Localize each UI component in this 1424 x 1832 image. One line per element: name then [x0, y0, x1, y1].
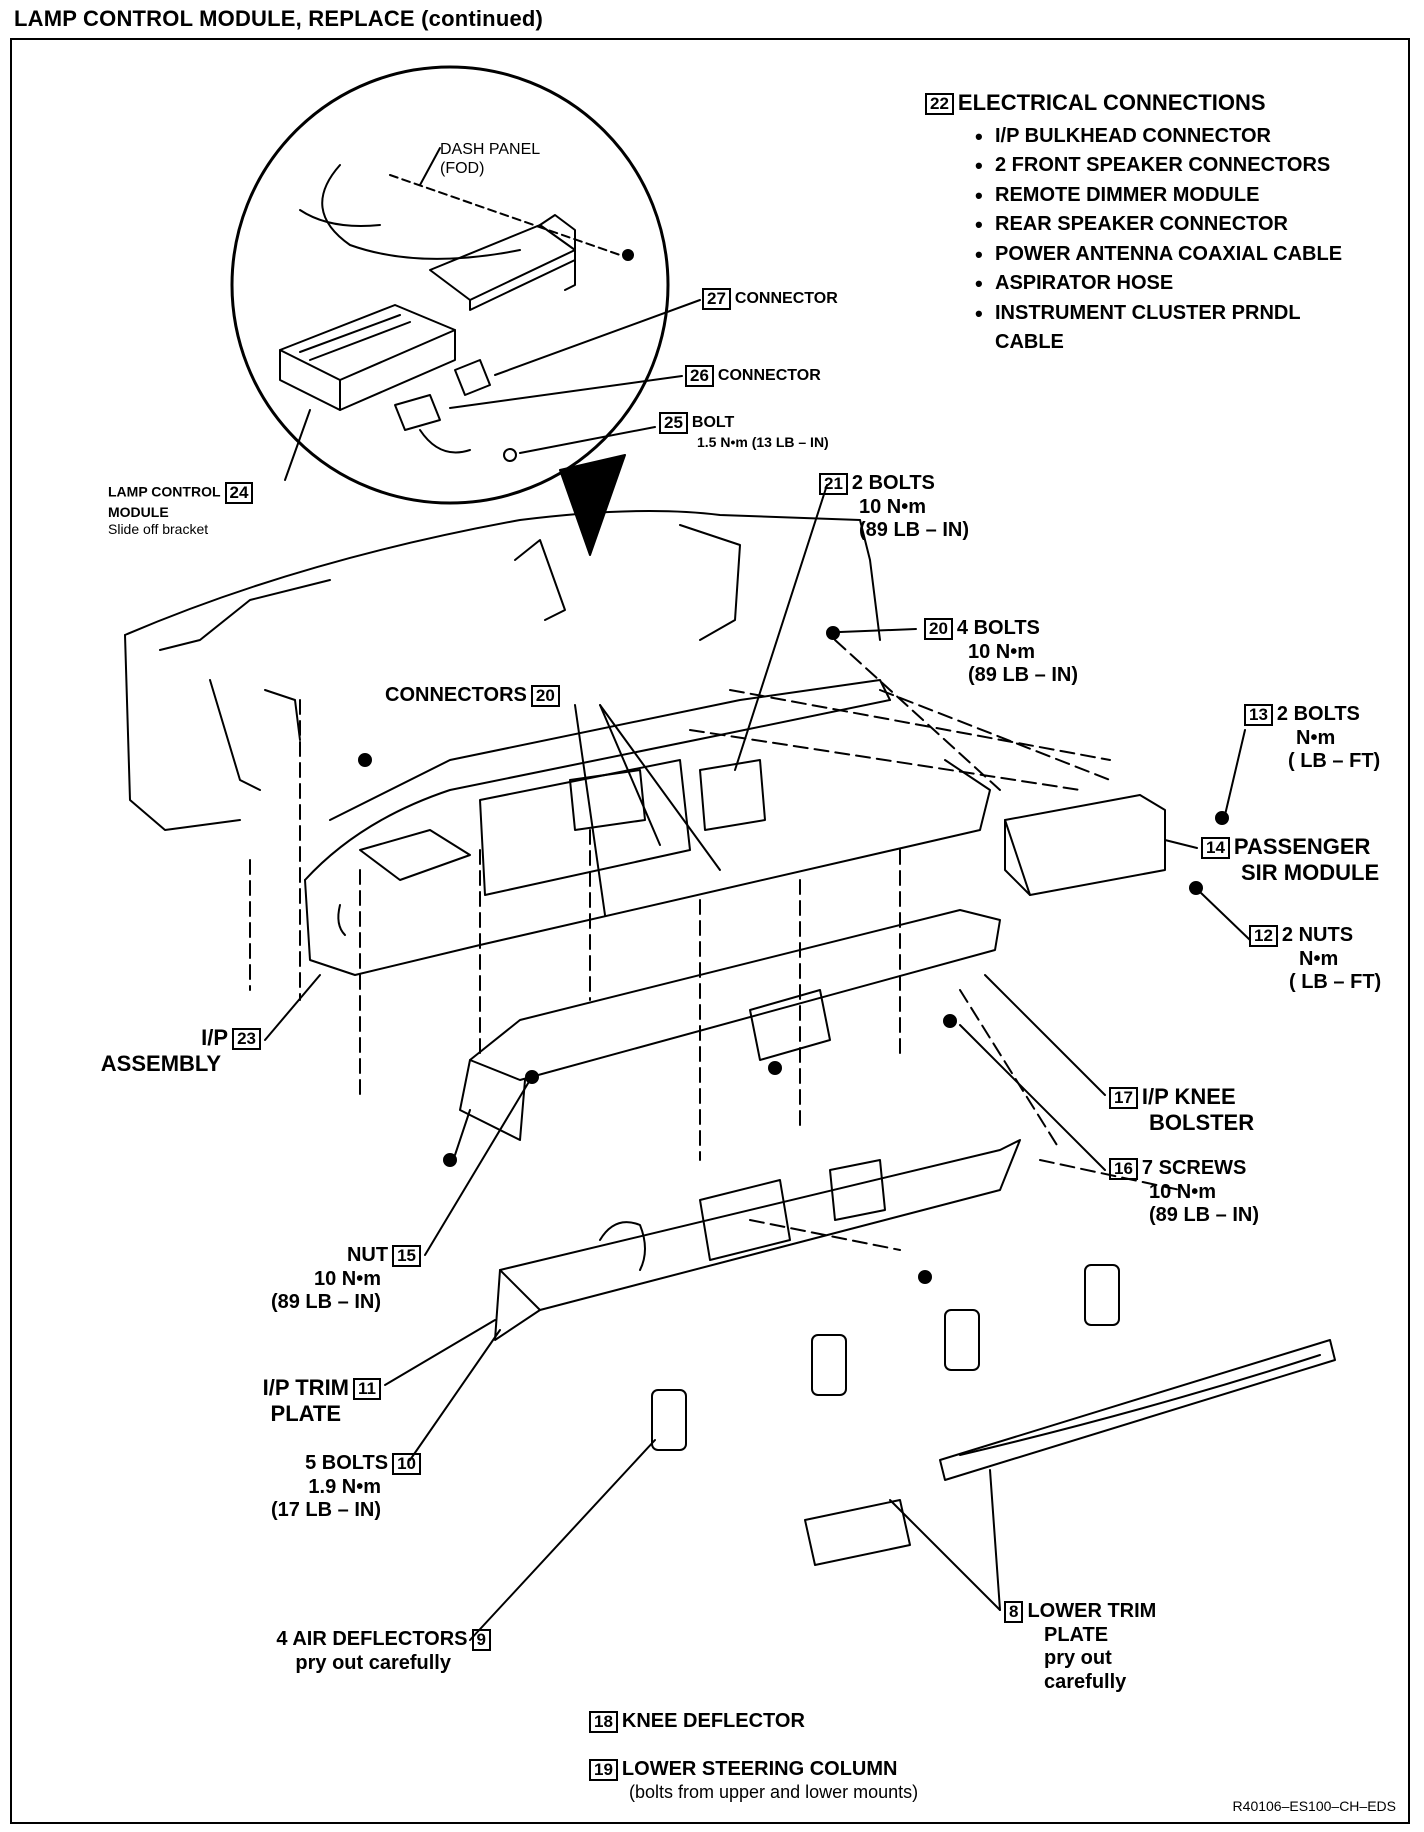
electrical-item: REAR SPEAKER CONNECTOR — [973, 210, 1345, 240]
passenger-sir-module — [1004, 794, 1166, 896]
explode-guides — [249, 639, 1181, 1251]
lower-trim-strip — [804, 1339, 1336, 1566]
dash-structure — [124, 510, 881, 831]
page-title: LAMP CONTROL MODULE, REPLACE (continued) — [14, 6, 544, 31]
callout-leaders — [264, 484, 1251, 1641]
electrical-item: POWER ANTENNA COAXIAL CABLE — [973, 240, 1345, 270]
figure-reference-code: R40106–ES100–CH–EDS — [1232, 1798, 1396, 1814]
electrical-item: INSTRUMENT CLUSTER PRNDL CABLE — [973, 299, 1345, 358]
knee-bolster — [454, 909, 1001, 1156]
air-deflectors — [651, 1264, 1120, 1451]
fasteners — [358, 626, 1229, 1284]
electrical-item: 2 FRONT SPEAKER CONNECTORS — [973, 151, 1345, 181]
inset-magnifier — [230, 65, 701, 556]
diagram-frame — [10, 38, 1410, 1824]
electrical-item: ASPIRATOR HOSE — [973, 269, 1345, 299]
electrical-item: REMOTE DIMMER MODULE — [973, 181, 1345, 211]
ip-assembly — [304, 679, 991, 976]
electrical-item: I/P BULKHEAD CONNECTOR — [973, 122, 1345, 152]
dash-panel-label: DASH PANEL (FOD) — [440, 141, 541, 177]
trim-plate — [494, 1139, 1021, 1341]
